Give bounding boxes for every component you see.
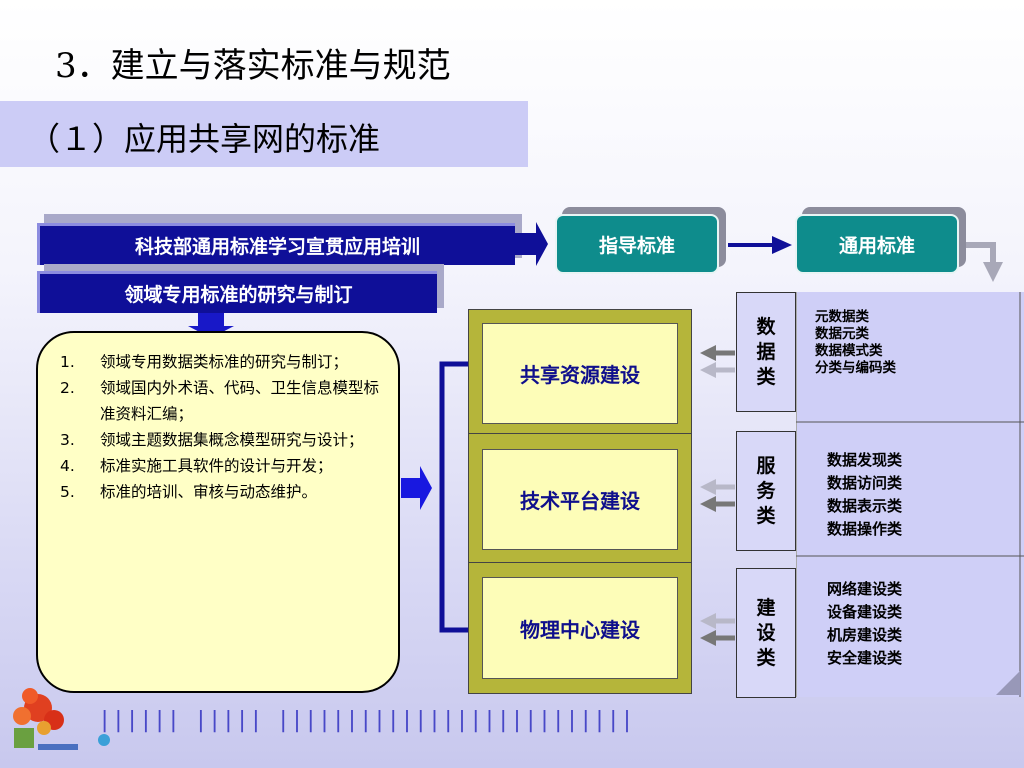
list-item: 安全建设类 <box>827 649 903 667</box>
general-standard-box: 通用标准 <box>795 214 959 274</box>
gray-connector <box>966 242 996 262</box>
list-item: 数据模式类 <box>815 343 883 359</box>
gray-arrows-service <box>700 479 735 512</box>
arrow-to-blocks <box>401 466 432 510</box>
category-items-panel <box>796 292 1024 697</box>
list-item: 数据访问类 <box>827 474 903 492</box>
category-label: 数据类 <box>756 315 776 388</box>
build-category-items: 网络建设类 设备建设类 机房建设类 安全建设类 <box>827 578 902 670</box>
list-item: 设备建设类 <box>827 603 903 621</box>
list-item: 4.标准实施工具软件的设计与开发； <box>60 457 333 475</box>
list-item: 机房建设类 <box>827 626 903 644</box>
list-item: 2.领域国内外术语、代码、卫生信息模型标准资料汇编； <box>60 379 380 423</box>
list-item: 分类与编码类 <box>815 360 896 376</box>
gray-arrows-build <box>700 613 735 646</box>
service-category-box: 服务类 <box>736 431 796 551</box>
decorative-line-pattern: |||||| ||||| |||||||||||||||||||||||||| <box>98 708 635 733</box>
gray-arrows-data <box>700 345 735 378</box>
list-item: 3.领域主题数据集概念模型研究与设计； <box>60 431 364 449</box>
physical-build-block: 物理中心建设 <box>482 577 678 679</box>
list-item: 网络建设类 <box>827 580 903 598</box>
task-list-box: 1.领域专用数据类标准的研究与制订； 2.领域国内外术语、代码、卫生信息模型标准… <box>36 331 400 693</box>
subtitle-band <box>0 101 528 167</box>
arrow-to-guidance <box>515 222 548 266</box>
platform-build-block: 技术平台建设 <box>482 449 678 550</box>
arrow-head <box>772 236 792 254</box>
category-label: 建设类 <box>756 596 776 669</box>
bracket-connector <box>439 361 468 633</box>
data-category-items: 元数据类 数据元类 数据模式类 分类与编码类 <box>815 309 896 377</box>
list-item: 数据操作类 <box>827 520 903 538</box>
down-arrow-icon <box>983 262 1003 282</box>
page-subtitle: （１）应用共享网的标准 <box>28 120 381 158</box>
domain-banner: 领域专用标准的研究与制订 <box>37 271 437 313</box>
guidance-standard-box: 指导标准 <box>555 214 719 274</box>
list-item: 元数据类 <box>815 309 869 325</box>
training-banner: 科技部通用标准学习宣贯应用培训 <box>37 223 515 265</box>
service-category-items: 数据发现类 数据访问类 数据表示类 数据操作类 <box>827 449 902 541</box>
list-item: 数据元类 <box>815 326 869 342</box>
page-title: 3．建立与落实标准与规范 <box>55 46 451 86</box>
build-category-box: 建设类 <box>736 568 796 698</box>
resource-build-block: 共享资源建设 <box>482 323 678 424</box>
list-item: 数据发现类 <box>827 451 903 469</box>
category-label: 服务类 <box>756 454 776 527</box>
list-item: 5.标准的培训、审核与动态维护。 <box>60 483 318 501</box>
list-item: 1.领域专用数据类标准的研究与制订； <box>60 353 349 371</box>
corner-triangle-icon <box>996 671 1020 695</box>
list-item: 数据表示类 <box>827 497 903 515</box>
task-list: 1.领域专用数据类标准的研究与制订； 2.领域国内外术语、代码、卫生信息模型标准… <box>60 349 384 505</box>
data-category-box: 数据类 <box>736 292 796 412</box>
